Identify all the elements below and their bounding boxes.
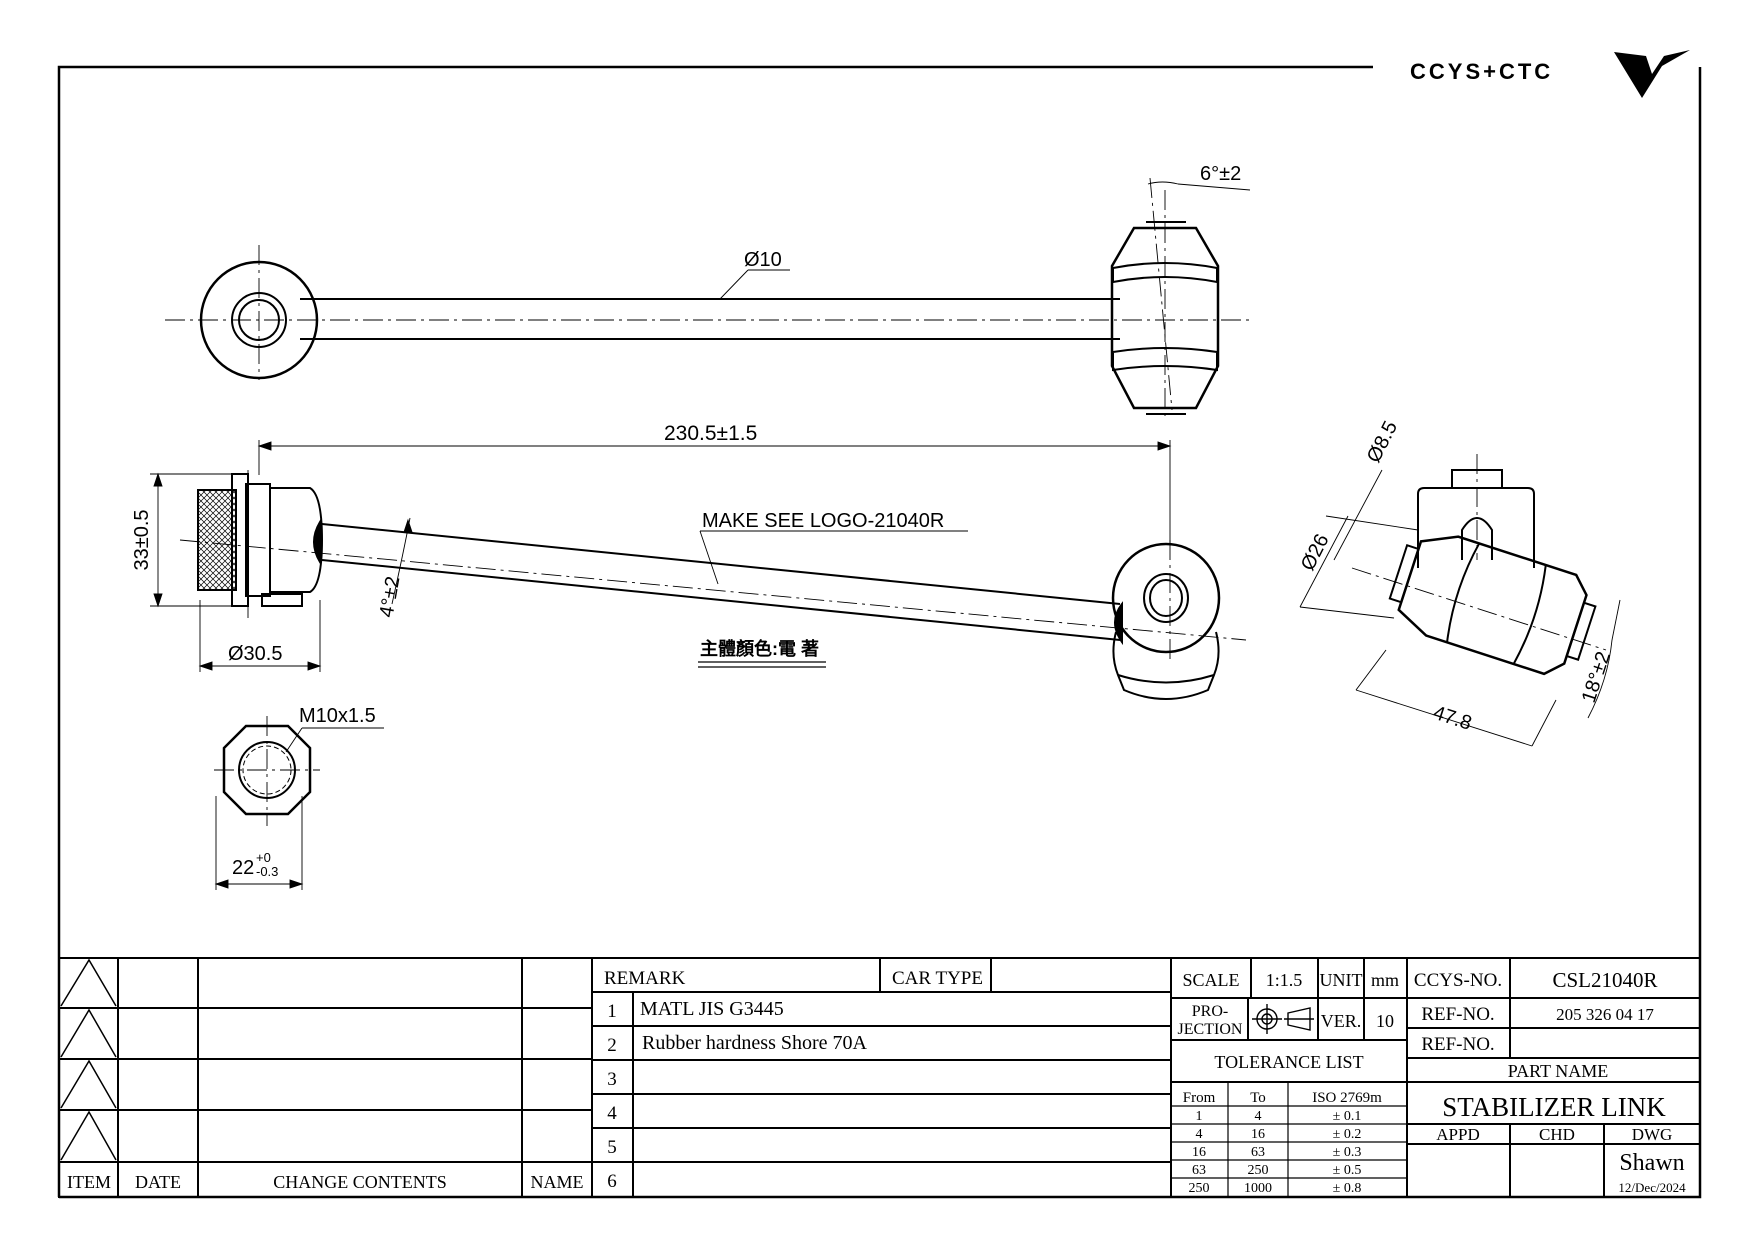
logo-mark-icon — [1614, 50, 1690, 98]
revision-block — [58, 957, 593, 1198]
unit-value: mm — [1371, 970, 1399, 990]
rod-diameter-label: Ø10 — [744, 249, 782, 271]
nut-thread-label: M10x1.5 — [299, 705, 376, 727]
tolerance-value: ± 0.1 — [1333, 1109, 1362, 1124]
remark-number: 3 — [607, 1069, 617, 1090]
nut-tolerance-lower: -0.3 — [256, 864, 278, 879]
remark-number: 6 — [607, 1171, 617, 1192]
marking-note: MAKE SEE LOGO-21040R — [702, 510, 944, 532]
rev-header-item: ITEM — [67, 1172, 111, 1192]
detail-angle-label: 18°±2 — [1578, 649, 1615, 706]
remark-text: MATL JIS G3445 — [640, 998, 784, 1020]
logo-text: CCYS+CTC — [1410, 59, 1553, 84]
detail-length-label: 47.8 — [1430, 702, 1474, 735]
tolerance-value: ± 0.8 — [1333, 1181, 1362, 1196]
part-name-label: PART NAME — [1508, 1061, 1608, 1081]
remark-text: Rubber hardness Shore 70A — [642, 1032, 868, 1054]
company-logo: CCYS+CTC — [1410, 50, 1690, 98]
ref-no-label: REF-NO. — [1421, 1034, 1494, 1055]
tolerance-to: 4 — [1255, 1109, 1262, 1124]
tolerance-value: ± 0.5 — [1333, 1163, 1362, 1178]
car-type-label: CAR TYPE — [892, 968, 983, 989]
remark-number: 2 — [607, 1035, 617, 1056]
top-view — [165, 177, 1251, 420]
scale-label: SCALE — [1182, 970, 1239, 990]
projection-label: JECTION — [1178, 1021, 1243, 1038]
nut-across-flats-label: 22 — [232, 857, 254, 879]
title-block-right — [1406, 957, 1701, 1198]
title-block-left — [1170, 957, 1408, 1198]
color-note: 主體顏色:電 著 — [700, 638, 819, 659]
tolerance-to: 250 — [1248, 1163, 1269, 1178]
tolerance-to: 63 — [1251, 1145, 1265, 1160]
tolerance-header-from: From — [1183, 1090, 1216, 1106]
version-value: 10 — [1376, 1011, 1394, 1031]
approved-label: APPD — [1436, 1125, 1479, 1144]
revision-triangle-icon — [60, 958, 117, 1161]
tolerance-value: ± 0.2 — [1333, 1127, 1362, 1142]
remark-rows: 1 MATL JIS G3445 2 Rubber hardness Shore… — [607, 998, 867, 1192]
top-view-angle-label: 6°±2 — [1200, 163, 1241, 185]
tolerance-to: 1000 — [1244, 1181, 1272, 1196]
detail-hole-diameter-label: Ø8.5 — [1363, 418, 1402, 467]
part-name-value: STABILIZER LINK — [1442, 1092, 1666, 1122]
projection-label: PRO- — [1192, 1003, 1228, 1020]
nut-view — [214, 716, 384, 890]
tolerance-from: 4 — [1196, 1127, 1203, 1142]
checked-label: CHD — [1539, 1125, 1575, 1144]
tolerance-from: 1 — [1196, 1109, 1203, 1124]
remark-number: 5 — [607, 1137, 617, 1158]
tolerance-from: 63 — [1192, 1163, 1206, 1178]
ccys-no-label: CCYS-NO. — [1414, 970, 1502, 991]
bushing-diameter-label: Ø30.5 — [228, 643, 282, 665]
rev-header-date: DATE — [135, 1172, 181, 1192]
side-view — [150, 440, 1247, 700]
remark-number: 1 — [607, 1001, 617, 1022]
ref-no-label: REF-NO. — [1421, 1004, 1494, 1025]
tolerance-header-iso: ISO 2769m — [1312, 1090, 1382, 1106]
remark-number: 4 — [607, 1103, 617, 1124]
color-note-underline — [698, 661, 826, 668]
side-angle-label: 4°±2 — [376, 575, 405, 619]
rev-header-change: CHANGE CONTENTS — [273, 1172, 447, 1192]
tolerance-rows: 1 4 ± 0.1 4 16 ± 0.2 16 63 ± 0.3 63 250 … — [1189, 1109, 1362, 1196]
ref-no-value: 205 326 04 17 — [1556, 1005, 1654, 1024]
drawn-by: Shawn — [1619, 1150, 1684, 1176]
nut-tolerance-upper: +0 — [256, 850, 271, 865]
drawn-label: DWG — [1632, 1125, 1673, 1144]
tolerance-to: 16 — [1251, 1127, 1265, 1142]
drawing-date: 12/Dec/2024 — [1618, 1180, 1686, 1195]
scale-value: 1:1.5 — [1266, 970, 1303, 990]
projection-symbol-icon — [1252, 1004, 1314, 1034]
tolerance-from: 250 — [1189, 1181, 1210, 1196]
overall-length-label: 230.5±1.5 — [664, 422, 757, 445]
remarks-block — [591, 957, 1172, 1198]
detail-view — [1299, 454, 1621, 747]
unit-label: UNIT — [1320, 970, 1363, 990]
tolerance-title: TOLERANCE LIST — [1214, 1052, 1363, 1072]
ccys-no-value: CSL21040R — [1552, 968, 1657, 992]
version-label: VER. — [1321, 1011, 1362, 1031]
detail-body-diameter-label: Ø26 — [1297, 531, 1334, 575]
tolerance-from: 16 — [1192, 1145, 1206, 1160]
remark-header: REMARK — [604, 968, 686, 989]
tolerance-value: ± 0.3 — [1333, 1145, 1362, 1160]
rev-header-name: NAME — [531, 1172, 584, 1192]
tolerance-header-to: To — [1250, 1090, 1266, 1106]
bushing-height-label: 33±0.5 — [131, 509, 153, 570]
